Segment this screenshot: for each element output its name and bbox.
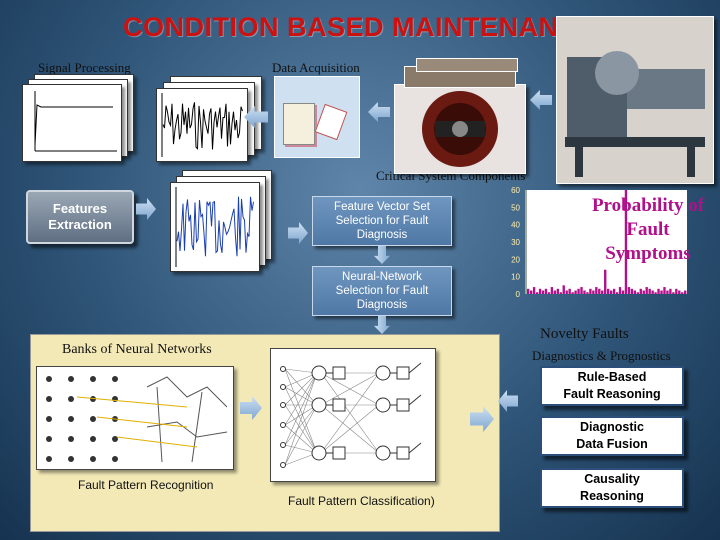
chart-bar: [622, 291, 624, 294]
chart-bar: [551, 287, 553, 294]
y-tick-label: 50: [511, 203, 520, 212]
chart-bar: [631, 289, 633, 294]
spectrum-plot: [22, 84, 122, 162]
chart-bar: [574, 291, 576, 294]
chart-bar: [628, 287, 630, 294]
chart-bar: [619, 287, 621, 294]
chart-bar: [530, 291, 532, 294]
chart-bar: [648, 289, 650, 294]
chart-bar: [548, 292, 550, 294]
chart-bar: [557, 289, 559, 294]
diag-prog-caption: Diagnostics & Prognostics: [532, 348, 671, 364]
chart-bar: [637, 292, 639, 294]
arrow-left-2: [368, 102, 390, 122]
arrow-left-4: [498, 390, 518, 412]
arrow-down-1: [374, 246, 390, 264]
chart-bar: [586, 292, 588, 294]
data-acquisition-caption: Data Acquisition: [272, 60, 360, 76]
arrow-right-1: [136, 198, 156, 220]
fault-pattern-recognition-label: Fault Pattern Recognition: [78, 478, 213, 492]
chart-bar: [577, 289, 579, 294]
chart-bar: [672, 292, 674, 294]
signal-plots-stack: [20, 74, 260, 160]
chart-bar: [607, 289, 609, 294]
chart-bar: [669, 289, 671, 294]
y-tick-label: 30: [511, 238, 520, 247]
y-tick-label: 40: [511, 221, 520, 230]
chart-bar: [613, 289, 615, 294]
chart-bar: [533, 287, 535, 294]
neural-network-diagram: [270, 348, 436, 482]
chart-bar: [583, 291, 585, 294]
chart-bar: [592, 291, 594, 294]
chart-bar: [560, 292, 562, 294]
chart-bar: [643, 291, 645, 294]
chart-bar: [566, 291, 568, 294]
chart-bar: [589, 289, 591, 294]
chart-bar: [681, 292, 683, 294]
chart-bar: [678, 291, 680, 294]
y-tick-label: 0: [516, 290, 521, 299]
data-acquisition-box: [274, 76, 360, 158]
y-tick-label: 20: [511, 255, 520, 264]
chart-bar: [539, 289, 541, 294]
daq-card-icon: [283, 103, 315, 145]
chart-bar: [595, 287, 597, 294]
chart-bar: [527, 289, 529, 294]
chart-bar: [663, 287, 665, 294]
novelty-faults-caption: Novelty Faults: [540, 326, 629, 343]
chart-bar: [545, 289, 547, 294]
chart-bar: [568, 289, 570, 294]
y-tick-label: 10: [511, 273, 520, 282]
chart-bar: [651, 291, 653, 294]
probability-chart: 60 50 40 30 20 10 0 Probability of Fault Sympt…: [500, 182, 714, 300]
chart-bar: [684, 291, 686, 294]
chart-bar: [563, 285, 565, 294]
machine-photo: [556, 16, 714, 184]
arrow-left-3: [530, 90, 552, 110]
chart-bar: [536, 292, 538, 294]
chart-title: Probability of Fault Symptoms: [582, 194, 714, 266]
y-tick-label: 60: [511, 186, 520, 195]
chart-bar: [660, 291, 662, 294]
chart-bar: [654, 292, 656, 294]
chart-bar: [598, 289, 600, 294]
arrow-down-2: [374, 316, 390, 334]
banks-nn-caption: Banks of Neural Networks: [62, 342, 212, 358]
chart-bar: [542, 291, 544, 294]
pattern-recognition-plot: [36, 366, 234, 470]
daq-chip-icon: [315, 104, 348, 140]
chart-bar: [634, 291, 636, 294]
chart-bar: [666, 291, 668, 294]
chart-bar: [610, 291, 612, 294]
chart-bar: [675, 289, 677, 294]
chart-bar: [646, 287, 648, 294]
chart-bar: [657, 289, 659, 294]
gearbox-photo: [394, 84, 526, 174]
chart-bar: [640, 289, 642, 294]
chart-bar: [604, 270, 606, 294]
chart-bar: [601, 291, 603, 294]
chart-bar: [580, 287, 582, 294]
chart-bar: [616, 292, 618, 294]
time-signal-plot: [156, 88, 248, 162]
chart-bar: [571, 292, 573, 294]
chart-bar: [554, 291, 556, 294]
feature-signal-plot: [170, 182, 260, 272]
arrow-right-2: [288, 222, 308, 244]
fault-pattern-classification-label: Fault Pattern Classification): [288, 494, 435, 508]
